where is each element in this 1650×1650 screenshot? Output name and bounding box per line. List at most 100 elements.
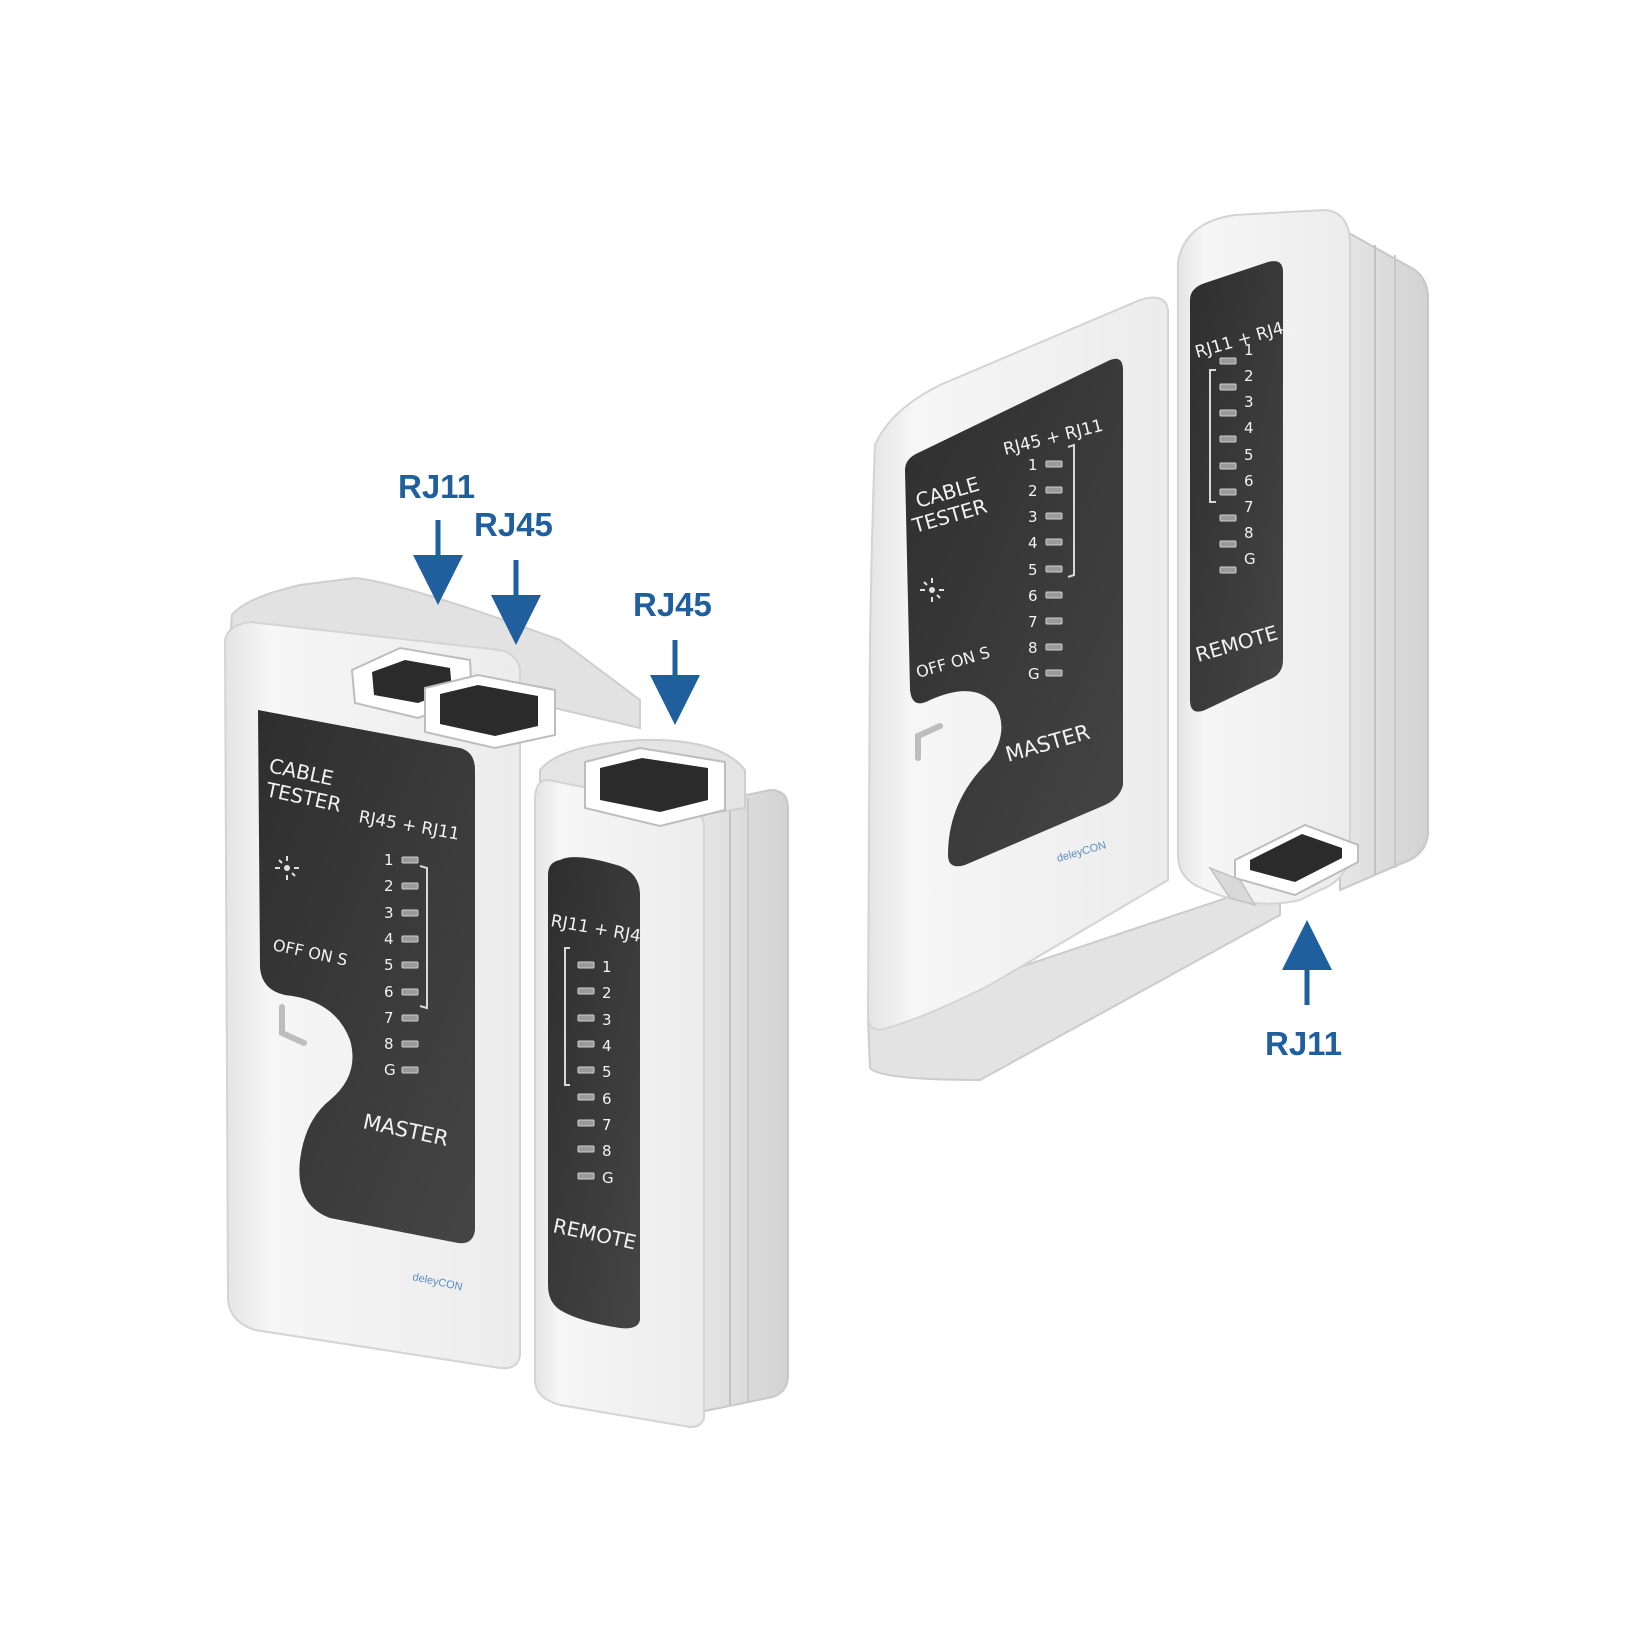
front-remote-led-column: 1 2 3 4 5 6 7 8 G — [577, 958, 614, 1187]
back-remote-led-label: 4 — [1244, 419, 1254, 437]
front-master-panel — [258, 710, 475, 1244]
back-remote-led — [1219, 435, 1237, 443]
front-master-led-label: 2 — [384, 877, 394, 895]
front-remote-led-label: 4 — [602, 1037, 612, 1055]
front-remote-led — [577, 1040, 595, 1048]
front-remote-led — [577, 961, 595, 969]
front-master-led — [401, 935, 419, 943]
power-switch-icon[interactable] — [915, 723, 943, 761]
front-remote-led — [577, 1066, 595, 1074]
front-remote-led — [577, 1172, 595, 1180]
back-master-led-label: 5 — [1028, 561, 1038, 579]
front-remote-led-label: 3 — [602, 1011, 612, 1029]
front-master-led-label: 8 — [384, 1035, 394, 1053]
front-master-led-label: 4 — [384, 930, 394, 948]
front-master-led-label: 1 — [384, 851, 394, 869]
power-led-icon — [920, 578, 944, 602]
rj45-port-icon — [600, 758, 708, 812]
front-remote-led-label: 1 — [602, 958, 612, 976]
front-remote-led-label: 2 — [602, 984, 612, 1002]
front-master-led-label: G — [384, 1061, 396, 1079]
front-remote-led-label: 8 — [602, 1142, 612, 1160]
front-master-led — [401, 882, 419, 890]
power-led-icon — [275, 856, 299, 880]
front-master-device: CABLE TESTER RJ45 + RJ11 OFF ON S MASTER… — [223, 576, 641, 1370]
front-master-led — [401, 909, 419, 917]
back-master-led-label: G — [1028, 665, 1040, 683]
back-remote-led — [1219, 462, 1237, 470]
back-master-bottom — [866, 878, 1281, 1082]
back-remote-led-label: 6 — [1244, 472, 1254, 490]
back-remote-led — [1219, 514, 1237, 522]
front-master-led — [401, 1014, 419, 1022]
rj45-port-icon — [440, 685, 538, 736]
back-remote-led-label: 3 — [1244, 393, 1254, 411]
front-remote-led — [577, 1093, 595, 1101]
callout-rj45-master: RJ45 — [474, 506, 553, 645]
back-master-led — [1045, 669, 1063, 677]
back-remote-led-label: 8 — [1244, 524, 1254, 542]
front-remote-panel — [548, 857, 640, 1329]
front-remote-led — [577, 1145, 595, 1153]
back-remote-led — [1219, 383, 1237, 391]
back-master-led-label: 8 — [1028, 639, 1038, 657]
back-master-led — [1045, 538, 1063, 546]
back-master-led — [1045, 643, 1063, 651]
front-remote-led-label: 7 — [602, 1116, 612, 1134]
back-remote-led — [1219, 540, 1237, 548]
callout-rj11-bottom: RJ11 — [1265, 920, 1342, 1062]
callout-rj11-top: RJ11 — [398, 468, 475, 605]
front-remote-led-label: G — [602, 1169, 614, 1187]
back-master-led — [1045, 486, 1063, 494]
back-master-led — [1045, 591, 1063, 599]
front-master-led — [401, 1040, 419, 1048]
callout-rj45-remote: RJ45 — [633, 586, 712, 725]
back-master-led-label: 6 — [1028, 587, 1038, 605]
back-remote-led — [1219, 409, 1237, 417]
back-remote-led-label: 1 — [1244, 341, 1254, 359]
front-master-led — [401, 988, 419, 996]
rj11-port-icon — [1250, 834, 1342, 882]
back-master-device: CABLE TESTER RJ45 + RJ11 OFF ON S MASTER… — [866, 296, 1281, 1082]
front-master-led — [401, 1066, 419, 1074]
front-master-led-label: 5 — [384, 956, 394, 974]
back-remote-led — [1219, 357, 1237, 365]
back-remote-led — [1219, 566, 1237, 574]
back-master-led — [1045, 512, 1063, 520]
back-remote-led — [1219, 488, 1237, 496]
back-remote-led-label: 7 — [1244, 498, 1254, 516]
callout-rj45-remote-label: RJ45 — [633, 586, 712, 623]
front-remote-led — [577, 987, 595, 995]
back-master-led — [1045, 617, 1063, 625]
back-master-led-label: 1 — [1028, 456, 1038, 474]
callout-rj11-bottom-label: RJ11 — [1265, 1025, 1342, 1062]
back-remote-led-label: G — [1244, 550, 1256, 568]
back-master-led-label: 2 — [1028, 482, 1038, 500]
back-remote-led-label: 5 — [1244, 446, 1254, 464]
back-master-led — [1045, 460, 1063, 468]
back-remote-side — [1339, 226, 1429, 892]
front-master-led — [401, 961, 419, 969]
back-master-led — [1045, 565, 1063, 573]
front-remote-led — [577, 1014, 595, 1022]
back-remote-device: RJ11 + RJ45 1 2 3 4 5 6 7 8 G REMOTE — [1177, 208, 1429, 907]
back-master-panel — [905, 358, 1123, 867]
power-switch-icon[interactable] — [279, 1004, 307, 1046]
back-remote-led-column: 1 2 3 4 5 6 7 8 G — [1219, 341, 1256, 574]
callout-rj11-top-label: RJ11 — [398, 468, 475, 505]
callout-rj45-master-label: RJ45 — [474, 506, 553, 543]
front-master-led-label: 6 — [384, 983, 394, 1001]
front-master-led — [401, 856, 419, 864]
front-remote-rj45-port — [584, 746, 726, 828]
back-master-led-label: 7 — [1028, 613, 1038, 631]
front-master-led-label: 7 — [384, 1009, 394, 1027]
front-remote-side — [699, 788, 789, 1414]
front-remote-led-label: 6 — [602, 1090, 612, 1108]
back-master-led-column: 1 2 3 4 5 6 7 8 G — [1028, 456, 1063, 683]
back-remote-led-label: 2 — [1244, 367, 1254, 385]
front-remote-device: RJ11 + RJ45 1 2 3 4 5 6 7 8 G REMOTE — [534, 738, 789, 1428]
front-master-led-column: 1 2 3 4 5 6 7 8 G — [384, 851, 419, 1079]
front-remote-led — [577, 1119, 595, 1127]
front-remote-led-label: 5 — [602, 1063, 612, 1081]
